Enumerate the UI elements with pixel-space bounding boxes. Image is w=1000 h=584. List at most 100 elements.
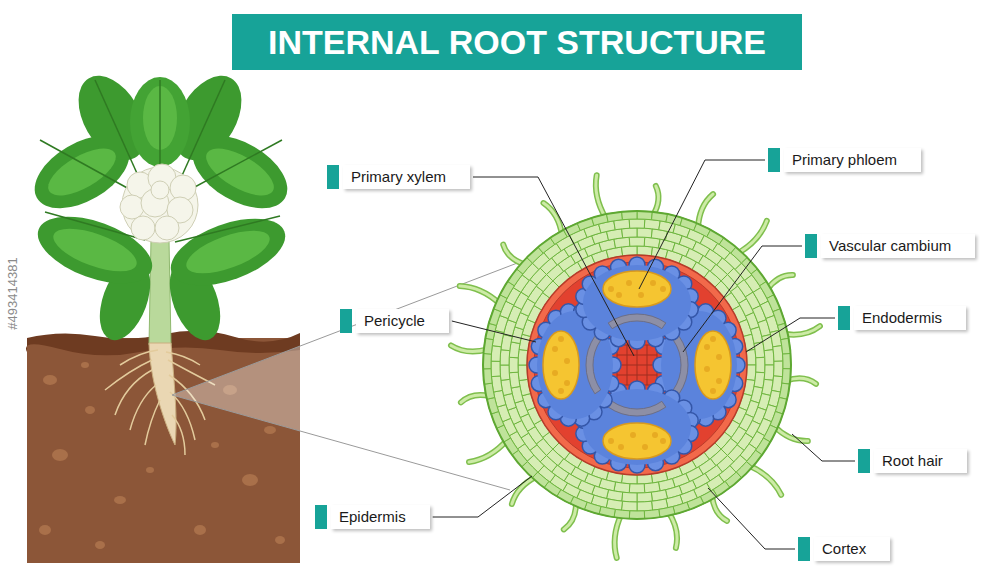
phloem-patch	[603, 423, 671, 459]
label-marker	[798, 537, 810, 561]
root-hair	[451, 345, 488, 351]
label-box: Epidermis	[331, 505, 430, 529]
part-label: Primary phloem	[792, 151, 897, 168]
root-hair	[544, 203, 563, 235]
root-hair	[512, 476, 537, 503]
root-hair	[784, 326, 820, 335]
label-marker	[805, 234, 817, 258]
root-hair	[460, 286, 500, 304]
root-hair	[698, 194, 713, 228]
leaves	[22, 64, 299, 347]
phloem-patch	[695, 331, 731, 399]
leader-line	[708, 488, 795, 549]
phloem-patch	[543, 331, 579, 399]
cell	[622, 492, 637, 502]
root-hair	[668, 512, 677, 548]
root-hair	[748, 465, 781, 494]
cell	[509, 357, 518, 372]
root-hair	[596, 175, 606, 218]
part-label: Pericycle	[364, 312, 425, 329]
cambium-arc	[608, 314, 666, 329]
leader-line	[792, 434, 855, 461]
root-hair	[774, 426, 808, 441]
label-marker	[768, 148, 780, 172]
part-label: Root hair	[882, 452, 943, 469]
leader-line	[473, 177, 634, 356]
part-label: Epidermis	[339, 508, 406, 525]
cell	[637, 228, 652, 238]
leader-line	[746, 318, 835, 352]
cell	[629, 484, 644, 493]
cell	[637, 492, 652, 502]
label-marker	[327, 165, 339, 189]
label-box: Primary xylem	[343, 165, 470, 189]
leader-line	[452, 321, 536, 342]
root-hair	[737, 221, 766, 254]
root-hair	[512, 476, 537, 503]
root-hair	[668, 512, 677, 548]
cell	[764, 365, 774, 380]
label-box: Cortex	[814, 537, 890, 561]
root-hair	[460, 286, 500, 304]
label-marker	[340, 309, 352, 333]
root-hair	[698, 194, 713, 228]
cell	[500, 365, 510, 380]
cell	[756, 357, 765, 372]
root-hair	[784, 326, 820, 335]
cell	[491, 346, 501, 362]
label-box: Vascular cambium	[821, 234, 975, 258]
cell	[500, 350, 510, 365]
root-hair	[774, 426, 808, 441]
label-box: Primary phloem	[784, 148, 921, 172]
root-hairs	[451, 175, 820, 558]
label-box: Pericycle	[356, 309, 449, 333]
xylem-centre	[617, 345, 657, 385]
label-box: Root hair	[874, 449, 967, 473]
epidermis-outline	[483, 211, 791, 519]
vascular-lobe	[576, 257, 698, 349]
cell	[621, 501, 637, 511]
root-hair	[615, 514, 622, 558]
cell	[622, 228, 637, 238]
root-hair	[544, 203, 563, 235]
part-label: Endodermis	[862, 309, 942, 326]
zoom-wedge	[172, 262, 520, 490]
root-hair	[615, 514, 622, 558]
cambium-arc	[608, 401, 666, 416]
cauliflower-head	[120, 164, 198, 243]
root-hair	[596, 175, 606, 218]
cell	[491, 361, 500, 377]
label-marker	[315, 505, 327, 529]
cortex-cells	[483, 211, 791, 519]
cell	[629, 511, 644, 519]
title-text: INTERNAL ROOT STRUCTURE	[232, 14, 802, 70]
root-hair	[451, 345, 488, 351]
pericycle-ring	[534, 262, 740, 468]
cambium-arc	[673, 336, 688, 394]
label-marker	[858, 449, 870, 473]
leader-line	[639, 160, 765, 289]
endodermis-ring	[527, 255, 747, 475]
cambium-arc	[586, 336, 601, 394]
part-label: Primary xylem	[351, 168, 446, 185]
cell	[774, 361, 783, 377]
cell	[764, 350, 774, 365]
label-box: Endodermis	[854, 306, 966, 330]
root-cross-section	[451, 175, 820, 558]
watermark: #493414381	[5, 257, 20, 329]
root-hair	[469, 440, 507, 462]
part-label: Vascular cambium	[829, 237, 951, 254]
root-hair	[469, 440, 507, 462]
cell	[629, 237, 644, 246]
stem	[149, 240, 171, 345]
root-hair	[748, 465, 781, 494]
cell	[773, 346, 783, 362]
label-marker	[838, 306, 850, 330]
phloem-patch	[603, 271, 671, 307]
leader-line	[683, 246, 802, 352]
cell	[629, 219, 645, 228]
root-hair	[737, 221, 766, 254]
part-label: Cortex	[822, 540, 866, 557]
